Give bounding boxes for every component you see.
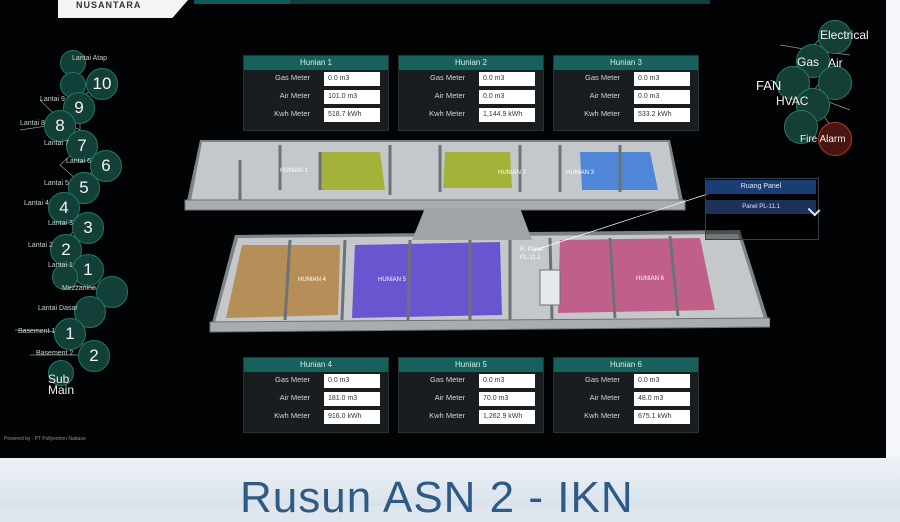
gas-meter-label: Gas Meter [429, 375, 465, 384]
floor-label-9: Lantai 9 [40, 96, 65, 103]
kwh-meter-value: 533.2 kWh [634, 108, 690, 122]
unit-card-title: Hunian 1 [244, 56, 388, 70]
floor-node-1-secondary [52, 264, 78, 290]
air-meter-value: 48.0 m3 [634, 392, 690, 406]
floor-label-7: Lantai 7 [44, 140, 69, 147]
system-label-electrical: Electrical [820, 28, 869, 42]
system-label-gas: Gas [797, 55, 820, 69]
system-node-fire-alarm[interactable] [818, 122, 852, 156]
panel-popup-item[interactable]: Panel PL-11.1 [706, 200, 816, 214]
unit-card-title: Hunian 5 [399, 358, 543, 372]
floor-label-4: Lantai 4 [24, 200, 49, 207]
air-meter-label: Air Meter [589, 91, 620, 100]
kwh-meter-value: 1,262.9 kWh [479, 410, 535, 424]
unit-card-hunian-4[interactable]: Hunian 4 Gas Meter 0.0 m3 Air Meter 181.0 … [243, 357, 389, 433]
floor-node-basement-2[interactable]: 2 [78, 340, 110, 372]
unit-card-hunian-5[interactable]: Hunian 5 Gas Meter 0.0 m3 Air Meter 70.0 m… [398, 357, 544, 433]
room-label-hunian-2: HUNIAN 2 [498, 170, 527, 176]
kwh-meter-label: Kwh Meter [274, 109, 310, 118]
air-meter-label: Air Meter [589, 393, 620, 402]
floor-label-lantai-dasar: Lantai Dasar [38, 305, 78, 312]
room-label-hunian-5: HUNIAN 5 [378, 277, 407, 283]
system-label-air: Air [828, 56, 843, 70]
kwh-meter-label: Kwh Meter [584, 109, 620, 118]
system-label-fan: FAN [756, 78, 782, 93]
kwh-meter-label: Kwh Meter [429, 411, 465, 420]
gas-meter-value: 0.0 m3 [634, 374, 690, 388]
kwh-meter-label: Kwh Meter [429, 109, 465, 118]
floor-label-8: Lantai 8 [20, 120, 45, 127]
floor-node-6[interactable]: 6 [90, 150, 122, 182]
gas-meter-value: 0.0 m3 [634, 72, 690, 86]
unit-card-hunian-3[interactable]: Hunian 3 Gas Meter 0.0 m3 Air Meter 0.0 m3… [553, 55, 699, 131]
kwh-meter-value: 1,144.9 kWh [479, 108, 535, 122]
floor-node-7[interactable]: 7 [66, 130, 98, 162]
slide-title: Rusun ASN 2 - IKN [240, 473, 634, 522]
floor-label-basement-1: Basement 1 [18, 328, 56, 335]
unit-card-title: Hunian 3 [554, 56, 698, 70]
system-node-fan[interactable] [776, 66, 810, 100]
gas-meter-value: 0.0 m3 [324, 374, 380, 388]
unit-card-hunian-6[interactable]: Hunian 6 Gas Meter 0.0 m3 Air Meter 48.0 m… [553, 357, 699, 433]
air-meter-value: 70.0 m3 [479, 392, 535, 406]
floor-label-1: Lantai 1 [48, 262, 73, 269]
system-node-extra [784, 110, 818, 144]
room-label-hunian-4: HUNIAN 4 [298, 277, 327, 283]
gas-meter-label: Gas Meter [584, 375, 620, 384]
room-label-hunian-3: HUNIAN 3 [566, 170, 595, 176]
kwh-meter-value: 916.0 kWh [324, 410, 380, 424]
air-meter-value: 181.0 m3 [324, 392, 380, 406]
unit-card-title: Hunian 4 [244, 358, 388, 372]
air-meter-label: Air Meter [434, 91, 465, 100]
air-meter-label: Air Meter [279, 91, 310, 100]
floor-label-2: Lantai 2 [28, 242, 53, 249]
footnote-powered-by: Powered by : PT Pollyestron Nabase [4, 436, 86, 442]
room-label-hunian-1: HUNIAN 1 [280, 168, 309, 174]
floor-node-1[interactable]: 1 [72, 254, 104, 286]
floor-node-atap-secondary [60, 50, 86, 76]
slide-margin [886, 0, 900, 458]
gas-meter-label: Gas Meter [274, 375, 310, 384]
floor-node-basement-1[interactable]: 1 [54, 318, 86, 350]
panel-popup-title: Ruang Panel [706, 180, 816, 194]
brand-logo-plate [58, 0, 188, 18]
gas-meter-value: 0.0 m3 [324, 72, 380, 86]
header-accent-bar-2 [290, 0, 710, 4]
gas-meter-label: Gas Meter [584, 73, 620, 82]
floor-node-atap[interactable]: 10 [86, 68, 118, 100]
floor-label-basement-2: Basement 2 [36, 350, 74, 357]
floor-label-5: Lantai 5 [44, 180, 69, 187]
kwh-meter-value: 518.7 kWh [324, 108, 380, 122]
air-meter-value: 101.0 m3 [324, 90, 380, 104]
air-meter-label: Air Meter [434, 393, 465, 402]
bms-dashboard-screen: NUSANTARA 10 9 8 7 6 5 4 3 2 1 1 2 Lanta… [0, 0, 886, 458]
system-label-hvac: HVAC [776, 94, 809, 108]
unit-card-title: Hunian 6 [554, 358, 698, 372]
kwh-meter-value: 675.1 kWh [634, 410, 690, 424]
brand-logo-text: NUSANTARA [76, 0, 142, 10]
unit-card-title: Hunian 2 [399, 56, 543, 70]
floor-label-6: Lantai 6 [66, 158, 91, 165]
unit-card-hunian-2[interactable]: Hunian 2 Gas Meter 0.0 m3 Air Meter 0.0 m3… [398, 55, 544, 131]
floor-label-3: Lantai 3 [48, 220, 73, 227]
floor-label-atap: Lantai Atap [72, 55, 108, 62]
floor-node-sub-main[interactable] [48, 360, 74, 386]
floor-label-mezzanine: Mezzanine [62, 285, 96, 292]
room-label-hunian-6: HUNIAN 6 [636, 276, 665, 282]
system-label-fire-alarm: Fire Alarm [800, 134, 846, 145]
gas-meter-label: Gas Meter [429, 73, 465, 82]
room-label-panel-room: R. Panel PL-11.1 [520, 247, 544, 261]
gas-meter-label: Gas Meter [274, 73, 310, 82]
gas-meter-value: 0.0 m3 [479, 72, 535, 86]
kwh-meter-label: Kwh Meter [274, 411, 310, 420]
air-meter-value: 0.0 m3 [634, 90, 690, 104]
floor-plan-3d [184, 140, 770, 333]
unit-card-hunian-1[interactable]: Hunian 1 Gas Meter 0.0 m3 Air Meter 101.0 … [243, 55, 389, 131]
floor-label-sub-main: Sub Main [48, 372, 75, 397]
gas-meter-value: 0.0 m3 [479, 374, 535, 388]
air-meter-value: 0.0 m3 [479, 90, 535, 104]
kwh-meter-label: Kwh Meter [584, 411, 620, 420]
air-meter-label: Air Meter [279, 393, 310, 402]
slide-footer-bar [0, 458, 900, 506]
